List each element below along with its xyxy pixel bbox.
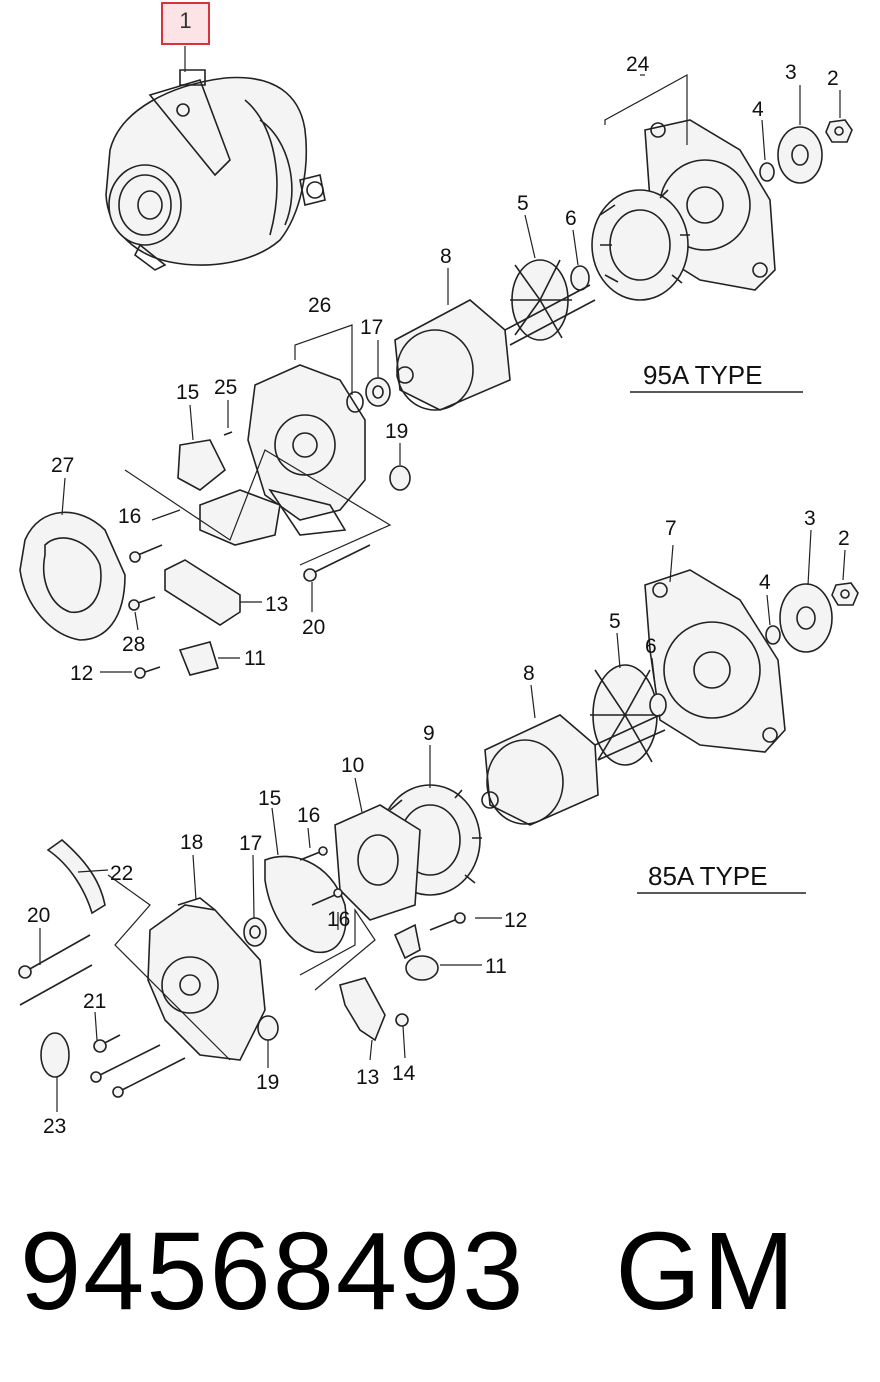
part-number: 94568493 bbox=[20, 1210, 526, 1333]
cover-segment-22-85a[interactable] bbox=[46, 838, 106, 915]
terminal-stud-21-85a[interactable] bbox=[93, 1034, 121, 1053]
regulator-85a[interactable] bbox=[339, 977, 386, 1042]
fan-85a[interactable] bbox=[590, 664, 660, 766]
through-bolt-20-85a[interactable] bbox=[18, 934, 93, 1006]
type-label-95a: 95A TYPE bbox=[643, 360, 763, 390]
callout-7-85a: 7 bbox=[665, 517, 677, 540]
pulley-nut-85a[interactable] bbox=[831, 582, 859, 606]
spacer-washer-85a[interactable] bbox=[765, 625, 781, 645]
nut-14-85a[interactable] bbox=[395, 1013, 409, 1027]
callout-27-95a: 27 bbox=[51, 454, 74, 477]
callout-13-95a: 13 bbox=[265, 593, 288, 616]
bolt-16-95a[interactable] bbox=[129, 544, 163, 563]
bushing-85a[interactable] bbox=[257, 1015, 279, 1041]
cover-plate-23-85a[interactable] bbox=[40, 1032, 70, 1078]
rectifier-85a[interactable] bbox=[264, 855, 347, 954]
insulator-plate-85a[interactable] bbox=[334, 804, 421, 921]
spacer-washer-95a[interactable] bbox=[759, 162, 775, 182]
callout-11-95a: 11 bbox=[244, 647, 266, 670]
callout-8-95a: 8 bbox=[440, 245, 452, 268]
rectifier-95a[interactable] bbox=[199, 489, 281, 546]
bearing-95a[interactable] bbox=[346, 377, 391, 413]
callout-17-95a: 17 bbox=[360, 316, 383, 339]
leader-lines-85a bbox=[39, 529, 846, 1112]
drive-end-housing-85a[interactable] bbox=[644, 569, 786, 753]
bearing-85a[interactable] bbox=[243, 917, 267, 947]
screw-12-95a[interactable] bbox=[134, 666, 161, 679]
rotor-95a[interactable] bbox=[394, 284, 596, 411]
type-label-85a: 85A TYPE bbox=[648, 861, 768, 891]
slip-ring-end-housing-85a[interactable] bbox=[147, 897, 266, 1061]
callout-24-95a: 24 bbox=[626, 53, 650, 76]
rear-cover-95a[interactable] bbox=[19, 511, 126, 641]
callout-12-95a: 12 bbox=[70, 662, 93, 685]
pulley-85a[interactable] bbox=[779, 583, 833, 653]
fan-95a[interactable] bbox=[510, 259, 572, 341]
callout-22-85a: 22 bbox=[110, 862, 133, 885]
screw-12-85a[interactable] bbox=[429, 912, 466, 931]
callout-23-85a: 23 bbox=[43, 1115, 66, 1138]
highlighted-part-box[interactable] bbox=[161, 2, 210, 45]
spacer-85a[interactable] bbox=[649, 693, 667, 717]
stator-95a[interactable] bbox=[591, 189, 690, 301]
callout-5-85a: 5 bbox=[609, 610, 621, 633]
callout-17-85a: 17 bbox=[239, 832, 262, 855]
callout-9-85a: 9 bbox=[423, 722, 435, 745]
callout-19-85a: 19 bbox=[256, 1071, 279, 1094]
callout-26-95a: 26 bbox=[308, 294, 331, 317]
callout-13-85a: 13 bbox=[356, 1066, 379, 1089]
callout-20-95a: 20 bbox=[302, 616, 325, 639]
callout-3-95a: 3 bbox=[785, 61, 797, 84]
brand-name: GM bbox=[615, 1210, 797, 1333]
caption: 94568493 GM bbox=[20, 1208, 797, 1335]
capacitor-85a[interactable] bbox=[393, 923, 439, 981]
alternator-assembly[interactable] bbox=[105, 69, 326, 271]
callout-11-85a: 11 bbox=[485, 955, 507, 978]
through-bolt-95a[interactable] bbox=[303, 544, 371, 582]
callout-3-85a: 3 bbox=[804, 507, 816, 530]
bolt-16a-85a[interactable] bbox=[299, 846, 328, 861]
callout-6-85a: 6 bbox=[645, 635, 657, 658]
regulator-95a[interactable] bbox=[164, 559, 241, 626]
screw-28-95a[interactable] bbox=[128, 596, 156, 611]
leader-lines-95a bbox=[61, 73, 841, 673]
callout-16a-85a: 16 bbox=[297, 804, 320, 827]
callout-5-95a: 5 bbox=[517, 192, 529, 215]
bolt-16b-85a[interactable] bbox=[311, 888, 343, 906]
rotor-85a[interactable] bbox=[481, 714, 666, 826]
callout-6-95a: 6 bbox=[565, 207, 577, 230]
bushing-95a[interactable] bbox=[389, 465, 411, 491]
callout-18-85a: 18 bbox=[180, 831, 203, 854]
callout-14-85a: 14 bbox=[392, 1062, 416, 1085]
callout-2-95a: 2 bbox=[827, 67, 839, 90]
callout-8-85a: 8 bbox=[523, 662, 535, 685]
pulley-nut-95a[interactable] bbox=[825, 119, 853, 143]
callout-10-85a: 10 bbox=[341, 754, 364, 777]
callout-20-85a: 20 bbox=[27, 904, 50, 927]
callout-12-85a: 12 bbox=[504, 909, 527, 932]
highlighted-part-label: 1 bbox=[179, 8, 192, 33]
pulley-95a[interactable] bbox=[777, 126, 823, 184]
callout-16-95a: 16 bbox=[118, 505, 141, 528]
callout-19-95a: 19 bbox=[385, 420, 408, 443]
brush-holder-95a[interactable] bbox=[177, 439, 227, 491]
slip-ring-end-housing-95a[interactable] bbox=[247, 364, 366, 536]
bolts-85a[interactable] bbox=[90, 1044, 186, 1098]
callout-16b-85a: 16 bbox=[327, 908, 350, 931]
callout-21-85a: 21 bbox=[83, 990, 106, 1013]
callout-4-95a: 4 bbox=[752, 98, 764, 121]
screw-25-95a[interactable] bbox=[223, 431, 233, 436]
callout-15-85a: 15 bbox=[258, 787, 281, 810]
callout-28-95a: 28 bbox=[122, 633, 145, 656]
callout-25-95a: 25 bbox=[214, 376, 237, 399]
callout-15-95a: 15 bbox=[176, 381, 199, 404]
capacitor-95a[interactable] bbox=[178, 641, 220, 676]
callout-4-85a: 4 bbox=[759, 571, 771, 594]
callout-2-85a: 2 bbox=[838, 527, 850, 550]
